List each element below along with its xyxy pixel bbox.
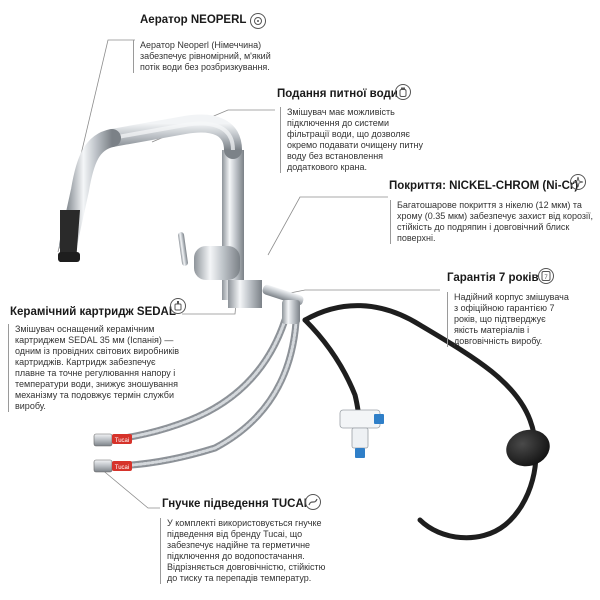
faucet-body [58,114,304,324]
feature-aerator-desc: Аератор Neoperl (Німеччина) забезпечує р… [133,40,290,73]
sparkle-icon [570,174,586,190]
aerator-icon [250,13,266,29]
feature-coating-title: Покриття: NICKEL-CHROM (Ni-Cr) [389,180,579,192]
feature-cartridge-title: Керамічний картридж SEDAL [10,306,176,318]
leader-warranty [289,289,440,294]
leader-hoses [99,467,160,509]
hose-brand-label-2: Tucai [115,465,129,471]
leader-coating [267,196,388,256]
feature-warranty-desc: Надійний корпус змішувача з офіційною га… [447,292,572,347]
mixer-lever [178,232,188,266]
drinking-water-valve [339,409,384,458]
feature-drinking-water-title: Подання питної води [277,88,398,100]
aerator-head [58,252,80,262]
feature-drinking-water-desc: Змішувач має можливість підключення до с… [280,107,427,173]
hose-label-red [112,434,132,444]
water-bottle-icon [395,84,411,100]
feature-hoses-desc: У комплекті використовується гнучке підв… [160,518,337,584]
feature-coating-desc: Багатошарове покриття з нікелю (12 мкм) … [390,200,593,244]
warranty-badge-icon: 7 [538,268,554,284]
hose-brand-label-1: Tucai [115,438,129,444]
svg-text:7: 7 [544,275,548,281]
feature-hoses-title: Гнучке підведення TUCAI [162,498,307,510]
hose-weight [506,429,550,467]
hose-icon [305,494,321,510]
feature-cartridge-desc: Змішувач оснащений керамічним картриджем… [8,324,187,412]
feature-warranty-title: Гарантія 7 років [447,272,539,284]
feature-aerator-title: Аератор NEOPERL [140,14,247,26]
flexible-hoses [93,316,300,473]
cartridge-icon [170,298,186,314]
